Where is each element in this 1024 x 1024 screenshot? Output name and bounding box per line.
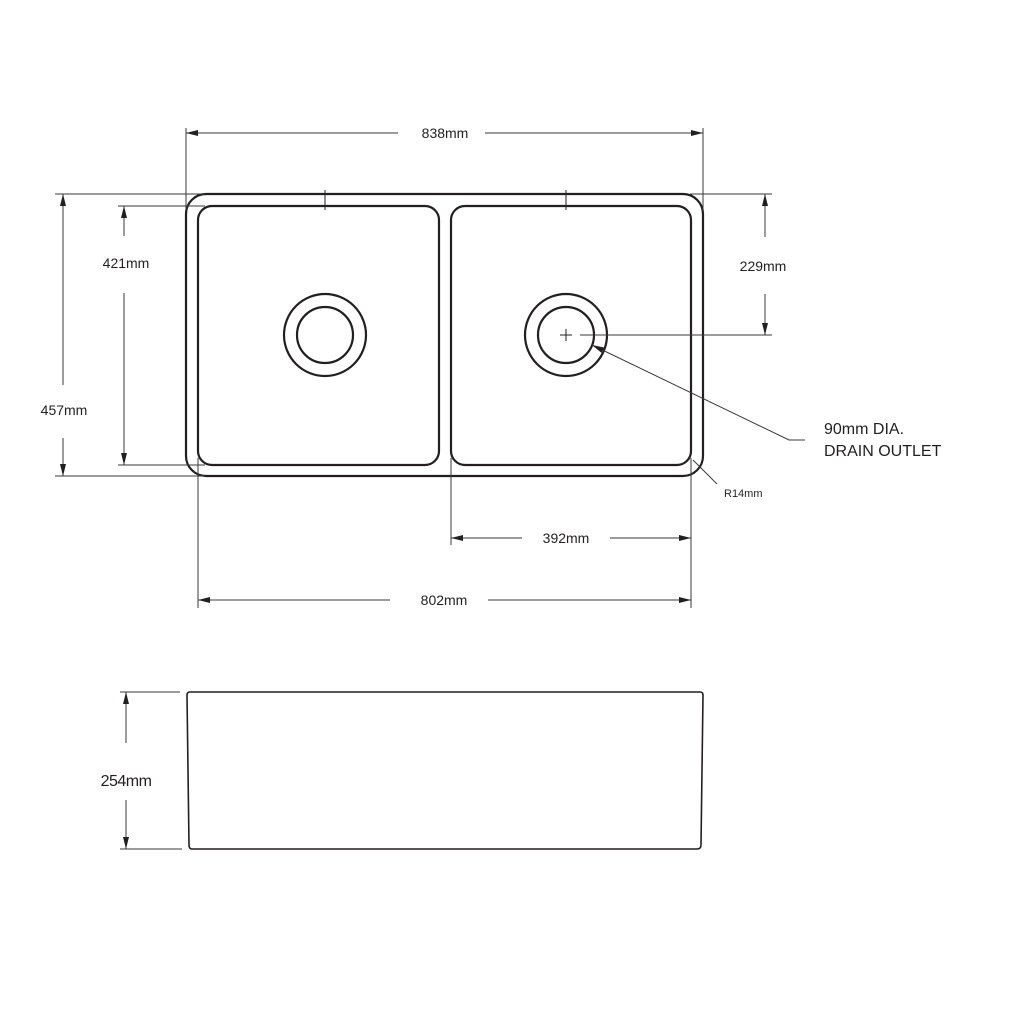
dimension-overall-depth: 457mm: [41, 193, 205, 477]
label-421mm: 421mm: [103, 255, 150, 271]
left-drain-icon: [282, 292, 368, 378]
dimension-drain-offset: 229mm: [580, 193, 787, 336]
dimension-bowl-depth: 421mm: [103, 205, 205, 466]
label-457mm: 457mm: [41, 402, 88, 418]
dimension-overall-width: 838mm: [185, 125, 704, 210]
label-802mm: 802mm: [421, 592, 468, 608]
corner-radius-callout: R14mm: [692, 459, 763, 500]
dimension-bowl-width: 392mm: [450, 458, 692, 608]
label-drain-dia: 90mm DIA.: [824, 421, 904, 438]
label-392mm: 392mm: [543, 530, 590, 546]
sink-front-panel: [186, 691, 704, 850]
label-838mm: 838mm: [422, 125, 469, 141]
top-view: [184, 190, 705, 478]
drain-outlet-callout: 90mm DIA. DRAIN OUTLET: [591, 344, 942, 460]
label-229mm: 229mm: [740, 258, 787, 274]
dimension-height: 254mm: [101, 691, 182, 850]
front-view: [186, 691, 704, 850]
dimension-inner-width: 802mm: [197, 458, 691, 608]
left-bowl: [196, 204, 441, 467]
label-drain-outlet: DRAIN OUTLET: [824, 443, 942, 460]
label-254mm: 254mm: [101, 773, 152, 790]
label-r14mm: R14mm: [724, 488, 763, 500]
